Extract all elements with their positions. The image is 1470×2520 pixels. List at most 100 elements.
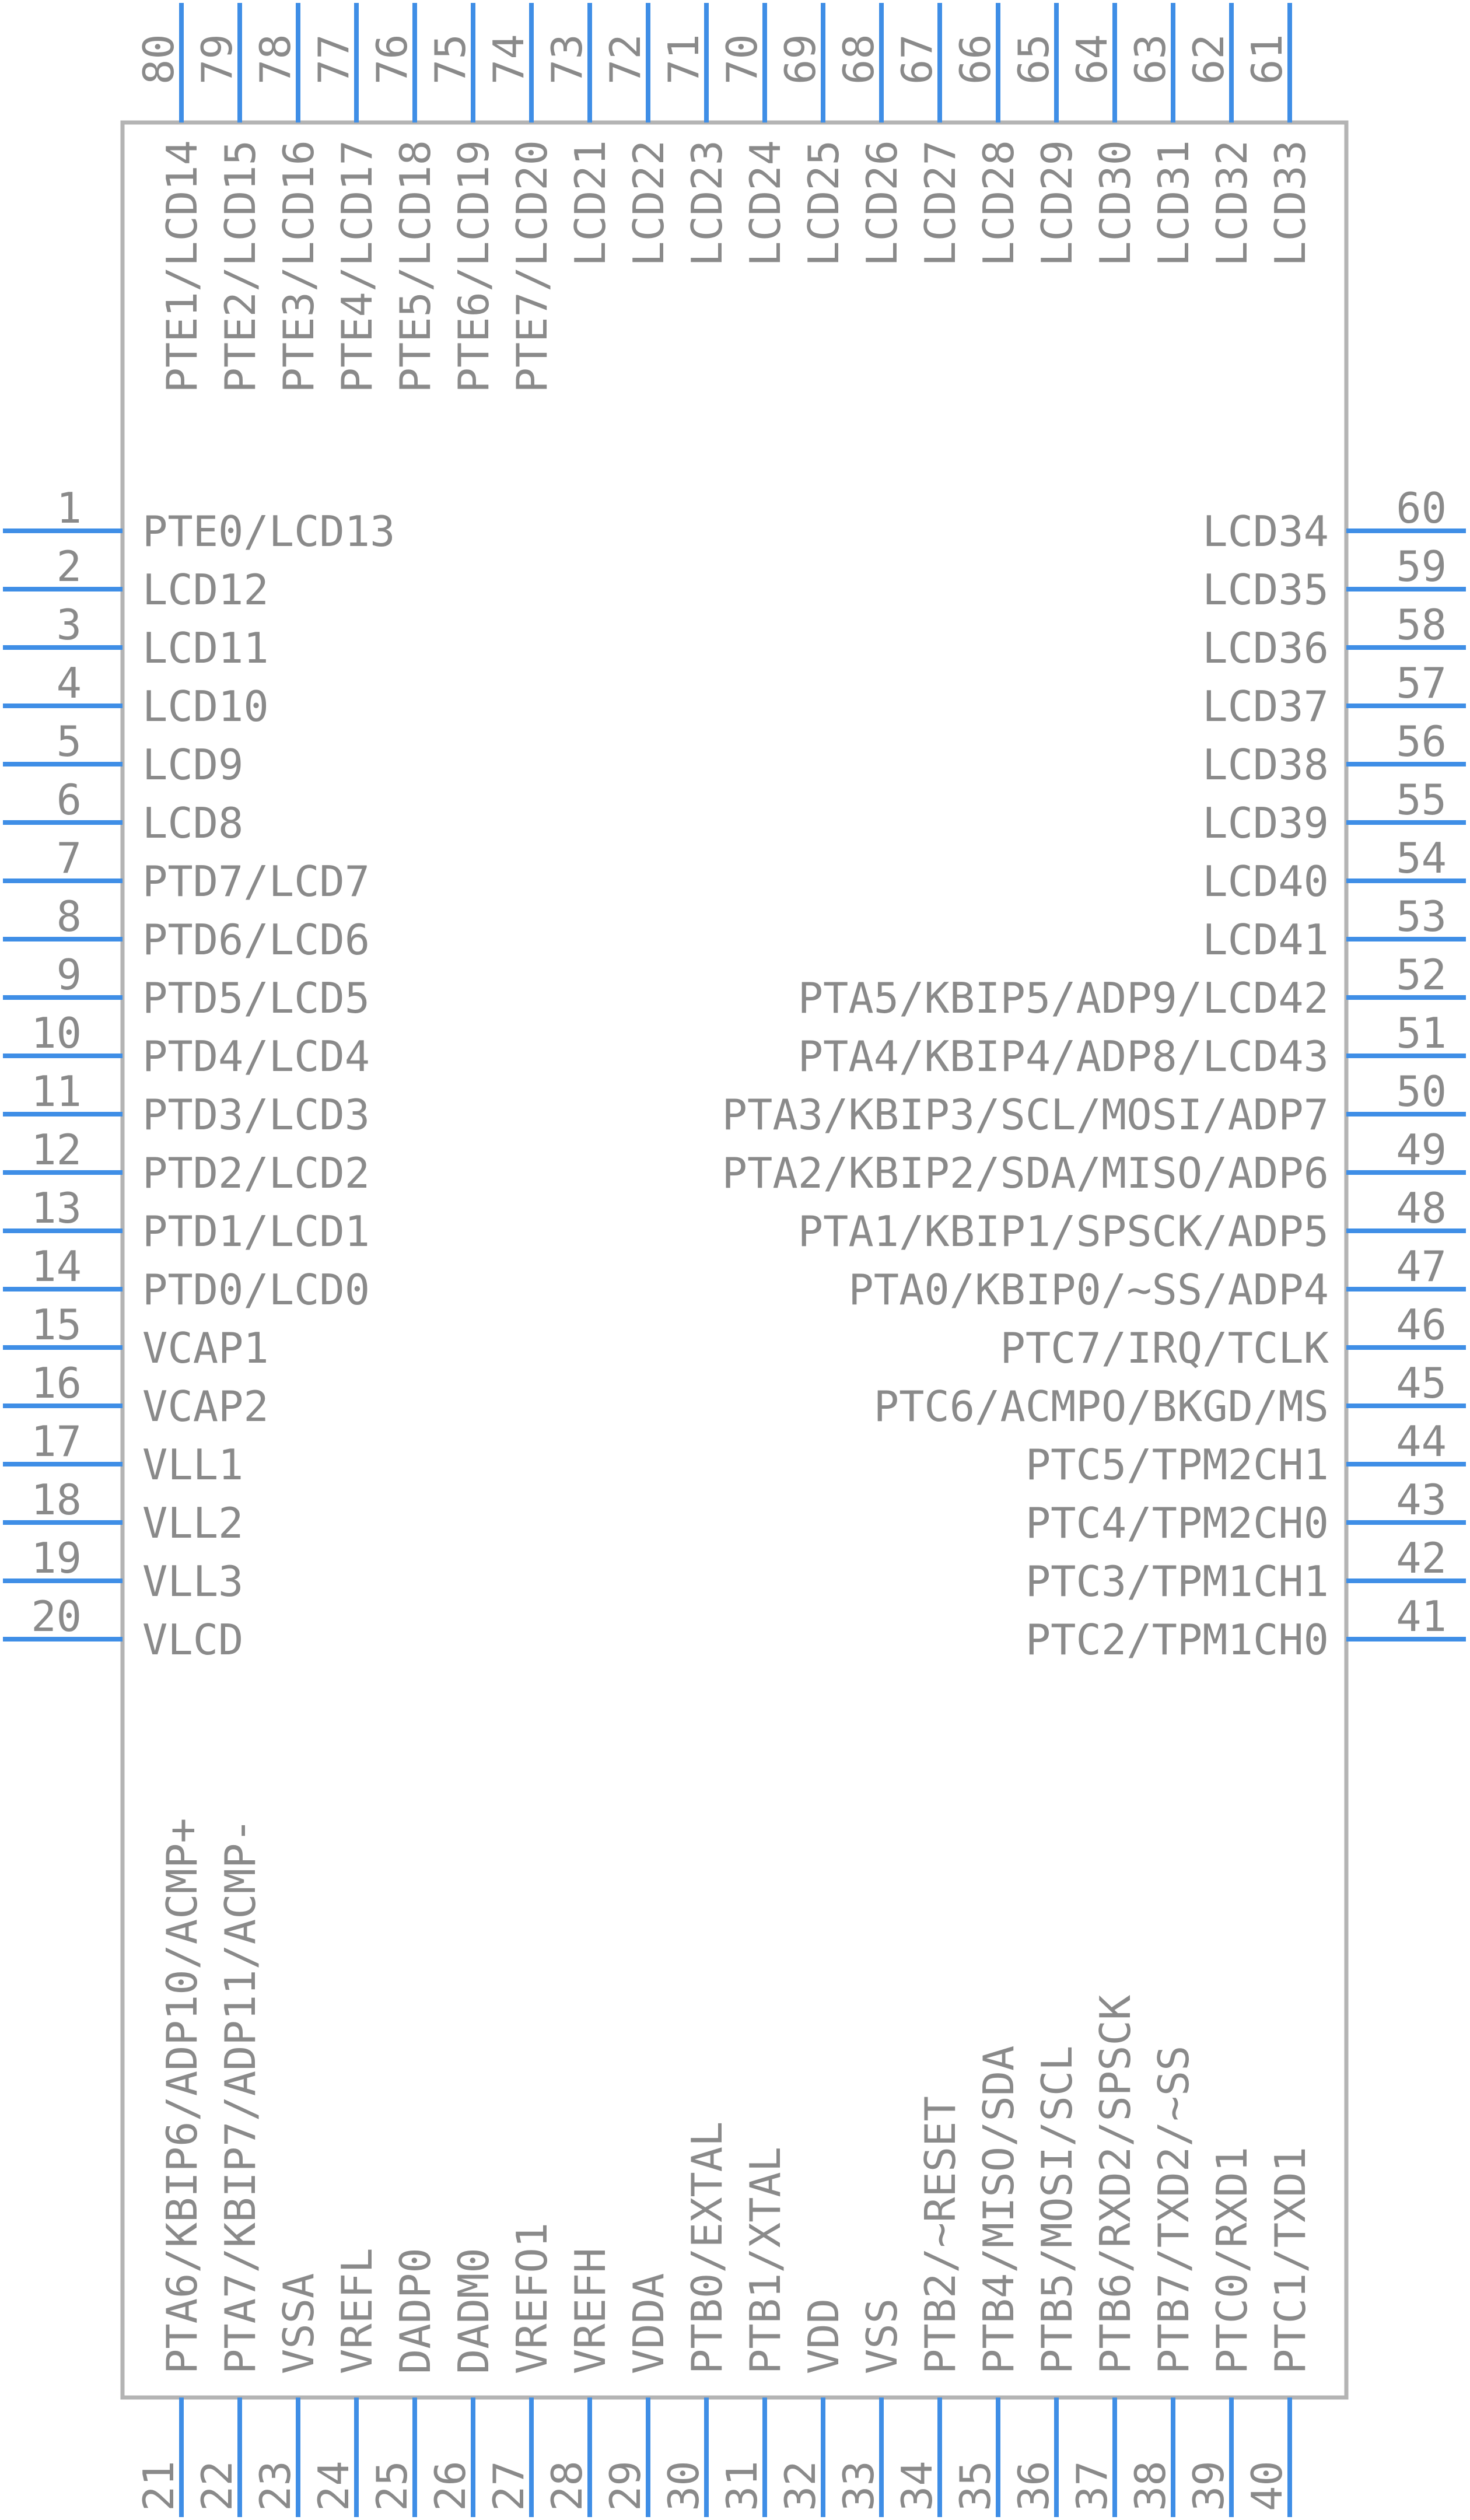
pin-name-dadp0: DADP0: [391, 2248, 440, 2374]
pin-number: 35: [951, 2460, 1000, 2511]
pin-name-lcd11: LCD11: [142, 624, 269, 673]
pin-name-lcd38: LCD38: [1202, 740, 1329, 789]
pin-name-lcd30: LCD30: [1091, 140, 1140, 267]
pin-56: 56 LCD38: [1202, 717, 1466, 789]
pin-number: 1: [57, 484, 82, 533]
pin-name-lcd36: LCD36: [1202, 624, 1329, 673]
pin-number: 5: [57, 717, 82, 766]
pin-number: 57: [1396, 659, 1447, 708]
pin-number: 7: [57, 834, 82, 883]
pin-22: 22 PTA7/KBIP7/ADP11/ACMP-: [192, 1818, 265, 2517]
pin-name-lcd41: LCD41: [1202, 915, 1329, 964]
pin-name-lcd37: LCD37: [1202, 682, 1329, 731]
pin-number: 54: [1396, 834, 1447, 883]
pin-name-lcd34: LCD34: [1202, 507, 1329, 556]
pin-number: 11: [31, 1067, 82, 1116]
pin-number: 22: [192, 2460, 242, 2511]
pin-number: 52: [1396, 950, 1447, 999]
pin-number: 64: [1068, 34, 1116, 85]
pin-number: 67: [892, 34, 942, 85]
pin-name-vrefo1: VREFO1: [508, 2222, 556, 2374]
pin-name-pte0-lcd13: PTE0/LCD13: [142, 507, 395, 556]
pin-number: 30: [659, 2460, 708, 2511]
pin-name-dadm0: DADM0: [449, 2248, 498, 2374]
pin-name-pte7-lcd20: PTE7/LCD20: [508, 140, 556, 393]
pin-name-lcd40: LCD40: [1202, 857, 1329, 906]
pin-name-lcd26: LCD26: [858, 140, 907, 267]
pin-number: 33: [834, 2460, 883, 2511]
pin-6: 6 LCD8: [3, 775, 243, 848]
pin-name-pta5-kbip5-adp9-lcd42: PTA5/KBIP5/ADP9/LCD42: [798, 974, 1329, 1023]
pin-name-ptd3-lcd3: PTD3/LCD3: [142, 1090, 370, 1139]
pin-number: 28: [542, 2460, 592, 2511]
pin-name-ptd6-lcd6: PTD6/LCD6: [142, 915, 370, 964]
pin-name-ptb6-rxd2-spsck: PTB6/RXD2/SPSCK: [1091, 1994, 1140, 2374]
pin-number: 44: [1396, 1417, 1447, 1466]
pin-name-vdda: VDDA: [624, 2273, 673, 2374]
pin-name-lcd25: LCD25: [799, 140, 848, 267]
pin-54: 54 LCD40: [1202, 834, 1466, 906]
pin-name-ptc7-irq-tclk: PTC7/IRQ/TCLK: [1000, 1324, 1329, 1373]
pin-number: 9: [57, 950, 82, 999]
pin-name-ptd1-lcd1: PTD1/LCD1: [142, 1207, 370, 1256]
pin-number: 51: [1396, 1009, 1447, 1058]
pin-number: 26: [426, 2460, 475, 2511]
pin-name-pte5-lcd18: PTE5/LCD18: [391, 140, 440, 393]
pin-number: 80: [134, 34, 183, 85]
pin-name-pta2-kbip2-sda-miso-adp6: PTA2/KBIP2/SDA/MISO/ADP6: [722, 1149, 1329, 1198]
pin-name-pta3-kbip3-scl-mosi-adp7: PTA3/KBIP3/SCL/MOSI/ADP7: [722, 1090, 1329, 1139]
pin-number: 60: [1396, 484, 1447, 533]
pin-name-ptd2-lcd2: PTD2/LCD2: [142, 1149, 370, 1198]
pin-number: 68: [834, 34, 883, 85]
pin-name-pte3-lcd16: PTE3/LCD16: [274, 140, 323, 393]
pin-number: 24: [309, 2460, 358, 2511]
pin-name-vrefh: VREFH: [566, 2248, 615, 2374]
pin-name-ptc3-tpm1ch1: PTC3/TPM1CH1: [1026, 1557, 1329, 1606]
pin-number: 43: [1396, 1475, 1447, 1524]
pin-number: 31: [718, 2460, 766, 2511]
pin-name-ptb4-miso-sda: PTB4/MISO/SDA: [974, 2045, 1023, 2374]
pin-number: 13: [31, 1184, 82, 1233]
pin-number: 20: [31, 1592, 82, 1641]
pin-number: 56: [1396, 717, 1447, 766]
pin-28: 28 VREFH: [542, 2248, 615, 2517]
ic-body: [120, 120, 1349, 2400]
pin-name-vss: VSS: [858, 2298, 907, 2374]
pin-number: 50: [1396, 1067, 1447, 1116]
pin-name-lcd8: LCD8: [142, 799, 243, 848]
pin-number: 19: [31, 1534, 82, 1583]
pin-number: 10: [31, 1009, 82, 1058]
pin-number: 38: [1126, 2460, 1175, 2511]
pin-number: 36: [1009, 2460, 1058, 2511]
pin-number: 65: [1009, 34, 1058, 85]
pin-number: 6: [57, 775, 82, 824]
pin-name-pta7-kbip7-adp11-acmp: PTA7/KBIP7/ADP11/ACMP-: [216, 1818, 265, 2374]
pin-number: 75: [426, 34, 475, 85]
